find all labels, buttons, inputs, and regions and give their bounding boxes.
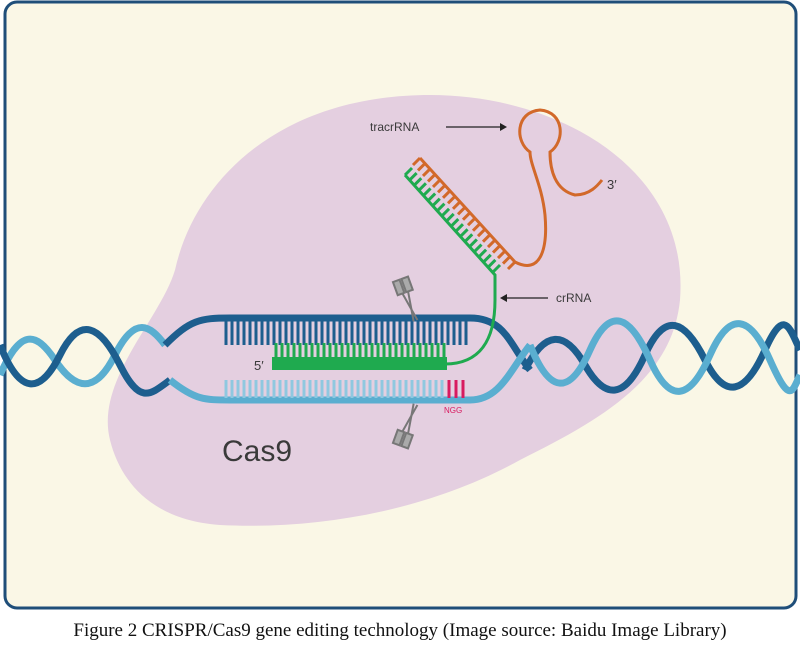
cas9-protein [107, 95, 681, 526]
stem-tick [422, 187, 432, 197]
stem-tick [436, 202, 446, 212]
stem-tick [446, 195, 457, 205]
tracrRNA-stem-bases [411, 156, 517, 271]
stem-tick [445, 212, 455, 223]
crRNA-bases [274, 343, 446, 358]
stem-tick [431, 197, 441, 207]
crRNA-label: crRNA [556, 291, 591, 305]
stem-tick [403, 166, 414, 177]
crRNA-arrowhead [500, 294, 507, 302]
stem-tick [431, 178, 442, 188]
stem-tick [441, 189, 452, 199]
stem-tick [440, 207, 451, 217]
stem-tick [411, 156, 422, 167]
figure-caption: Figure 2 CRISPR/Cas9 gene editing techno… [73, 620, 727, 641]
stem-tick [459, 228, 469, 238]
tracrRNA-label: tracrRNA [370, 120, 419, 134]
stem-tick [413, 177, 423, 187]
stem-tick [427, 192, 437, 202]
crRNA-guide-bar [272, 357, 447, 370]
crRNA-strand [403, 173, 497, 366]
stem-tick [496, 249, 507, 260]
scissors-icon-top [391, 275, 419, 322]
stem-tick [461, 211, 472, 221]
dna-target-strand [162, 314, 533, 373]
stem-tick [416, 162, 427, 172]
stem-tick [450, 217, 460, 228]
stem-tick [408, 172, 418, 182]
five-prime-label: 5′ [254, 358, 264, 373]
stem-tick [421, 167, 432, 178]
dna-top-bases [224, 320, 468, 345]
dna-bottom-bases [224, 380, 444, 398]
pam-label: NGG [444, 406, 462, 415]
dna-nontarget-strand [167, 342, 533, 404]
stem-tick [466, 217, 477, 227]
stem-tick [454, 223, 465, 233]
cas9-label: Cas9 [222, 435, 292, 468]
stem-tick [473, 243, 483, 253]
crRNA-stem-bases [403, 166, 502, 274]
stem-tick [478, 248, 488, 258]
dna-helix-left [0, 324, 173, 397]
stem-tick [464, 233, 474, 243]
stem-tick [436, 184, 447, 194]
tracrRNA-strand [418, 108, 604, 267]
stem-tick [481, 233, 492, 243]
stem-tick [417, 182, 427, 192]
stem-tick [491, 244, 502, 254]
tracrRNA-arrowhead [500, 123, 507, 131]
scissors-icon-bottom [391, 403, 419, 450]
stem-tick [487, 258, 497, 268]
stem-tick [476, 228, 487, 238]
stem-tick [491, 263, 502, 274]
stem-tick [471, 222, 482, 232]
stem-tick [482, 253, 492, 263]
stem-tick [451, 200, 462, 210]
stem-tick [468, 238, 478, 248]
dna-helix-right [521, 317, 800, 395]
stem-tick [426, 173, 437, 183]
stem-tick [501, 255, 512, 265]
three-prime-label: 3′ [607, 177, 617, 192]
crispr-diagram: tracrRNA crRNA 5′ 3′ NGG Cas9 [0, 0, 800, 610]
stem-tick [506, 260, 517, 271]
pam-bases [447, 380, 465, 398]
stem-tick [486, 239, 497, 249]
stem-tick [456, 206, 467, 216]
